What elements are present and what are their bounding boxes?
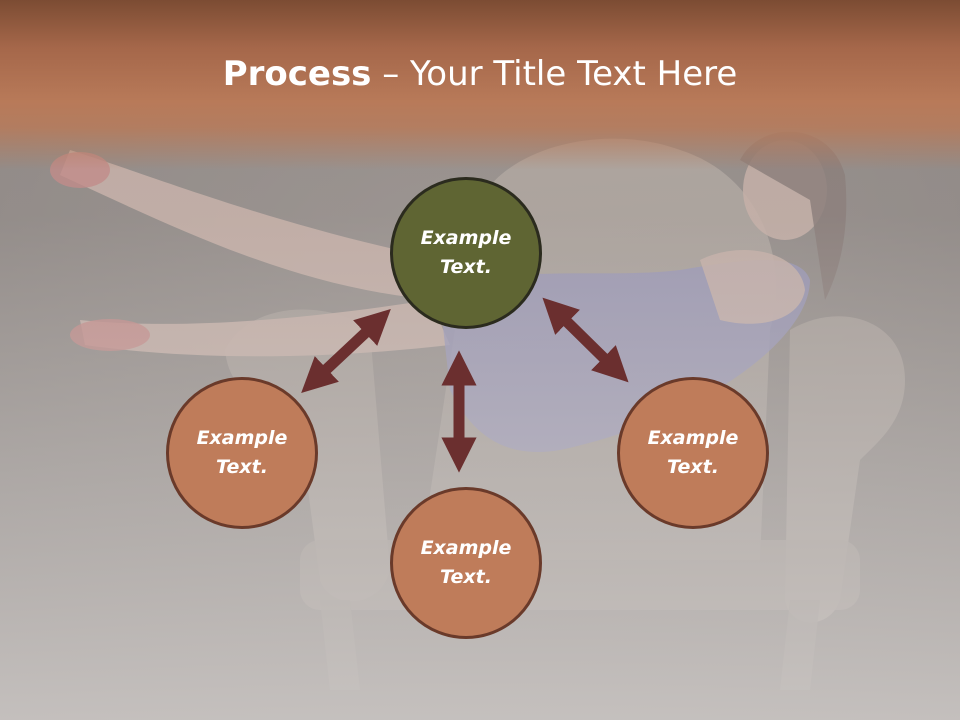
process-node-right: Example Text. — [617, 377, 769, 529]
process-node-left: Example Text. — [166, 377, 318, 529]
title-band — [0, 0, 960, 170]
process-node-bottom: Example Text. — [390, 487, 542, 639]
node-label-bottom: Example Text. — [420, 537, 512, 588]
title-rest: – Your Title Text Here — [371, 54, 738, 94]
node-label-left: Example Text. — [196, 427, 288, 478]
arrow-top-left — [301, 308, 391, 394]
arrow-top-right — [542, 297, 629, 383]
title-bold: Process — [222, 54, 372, 94]
process-node-top: Example Text. — [390, 177, 542, 329]
node-label-top: Example Text. — [420, 227, 512, 278]
node-label-right: Example Text. — [647, 427, 739, 478]
slide-title: Process – Your Title Text Here — [0, 52, 960, 96]
